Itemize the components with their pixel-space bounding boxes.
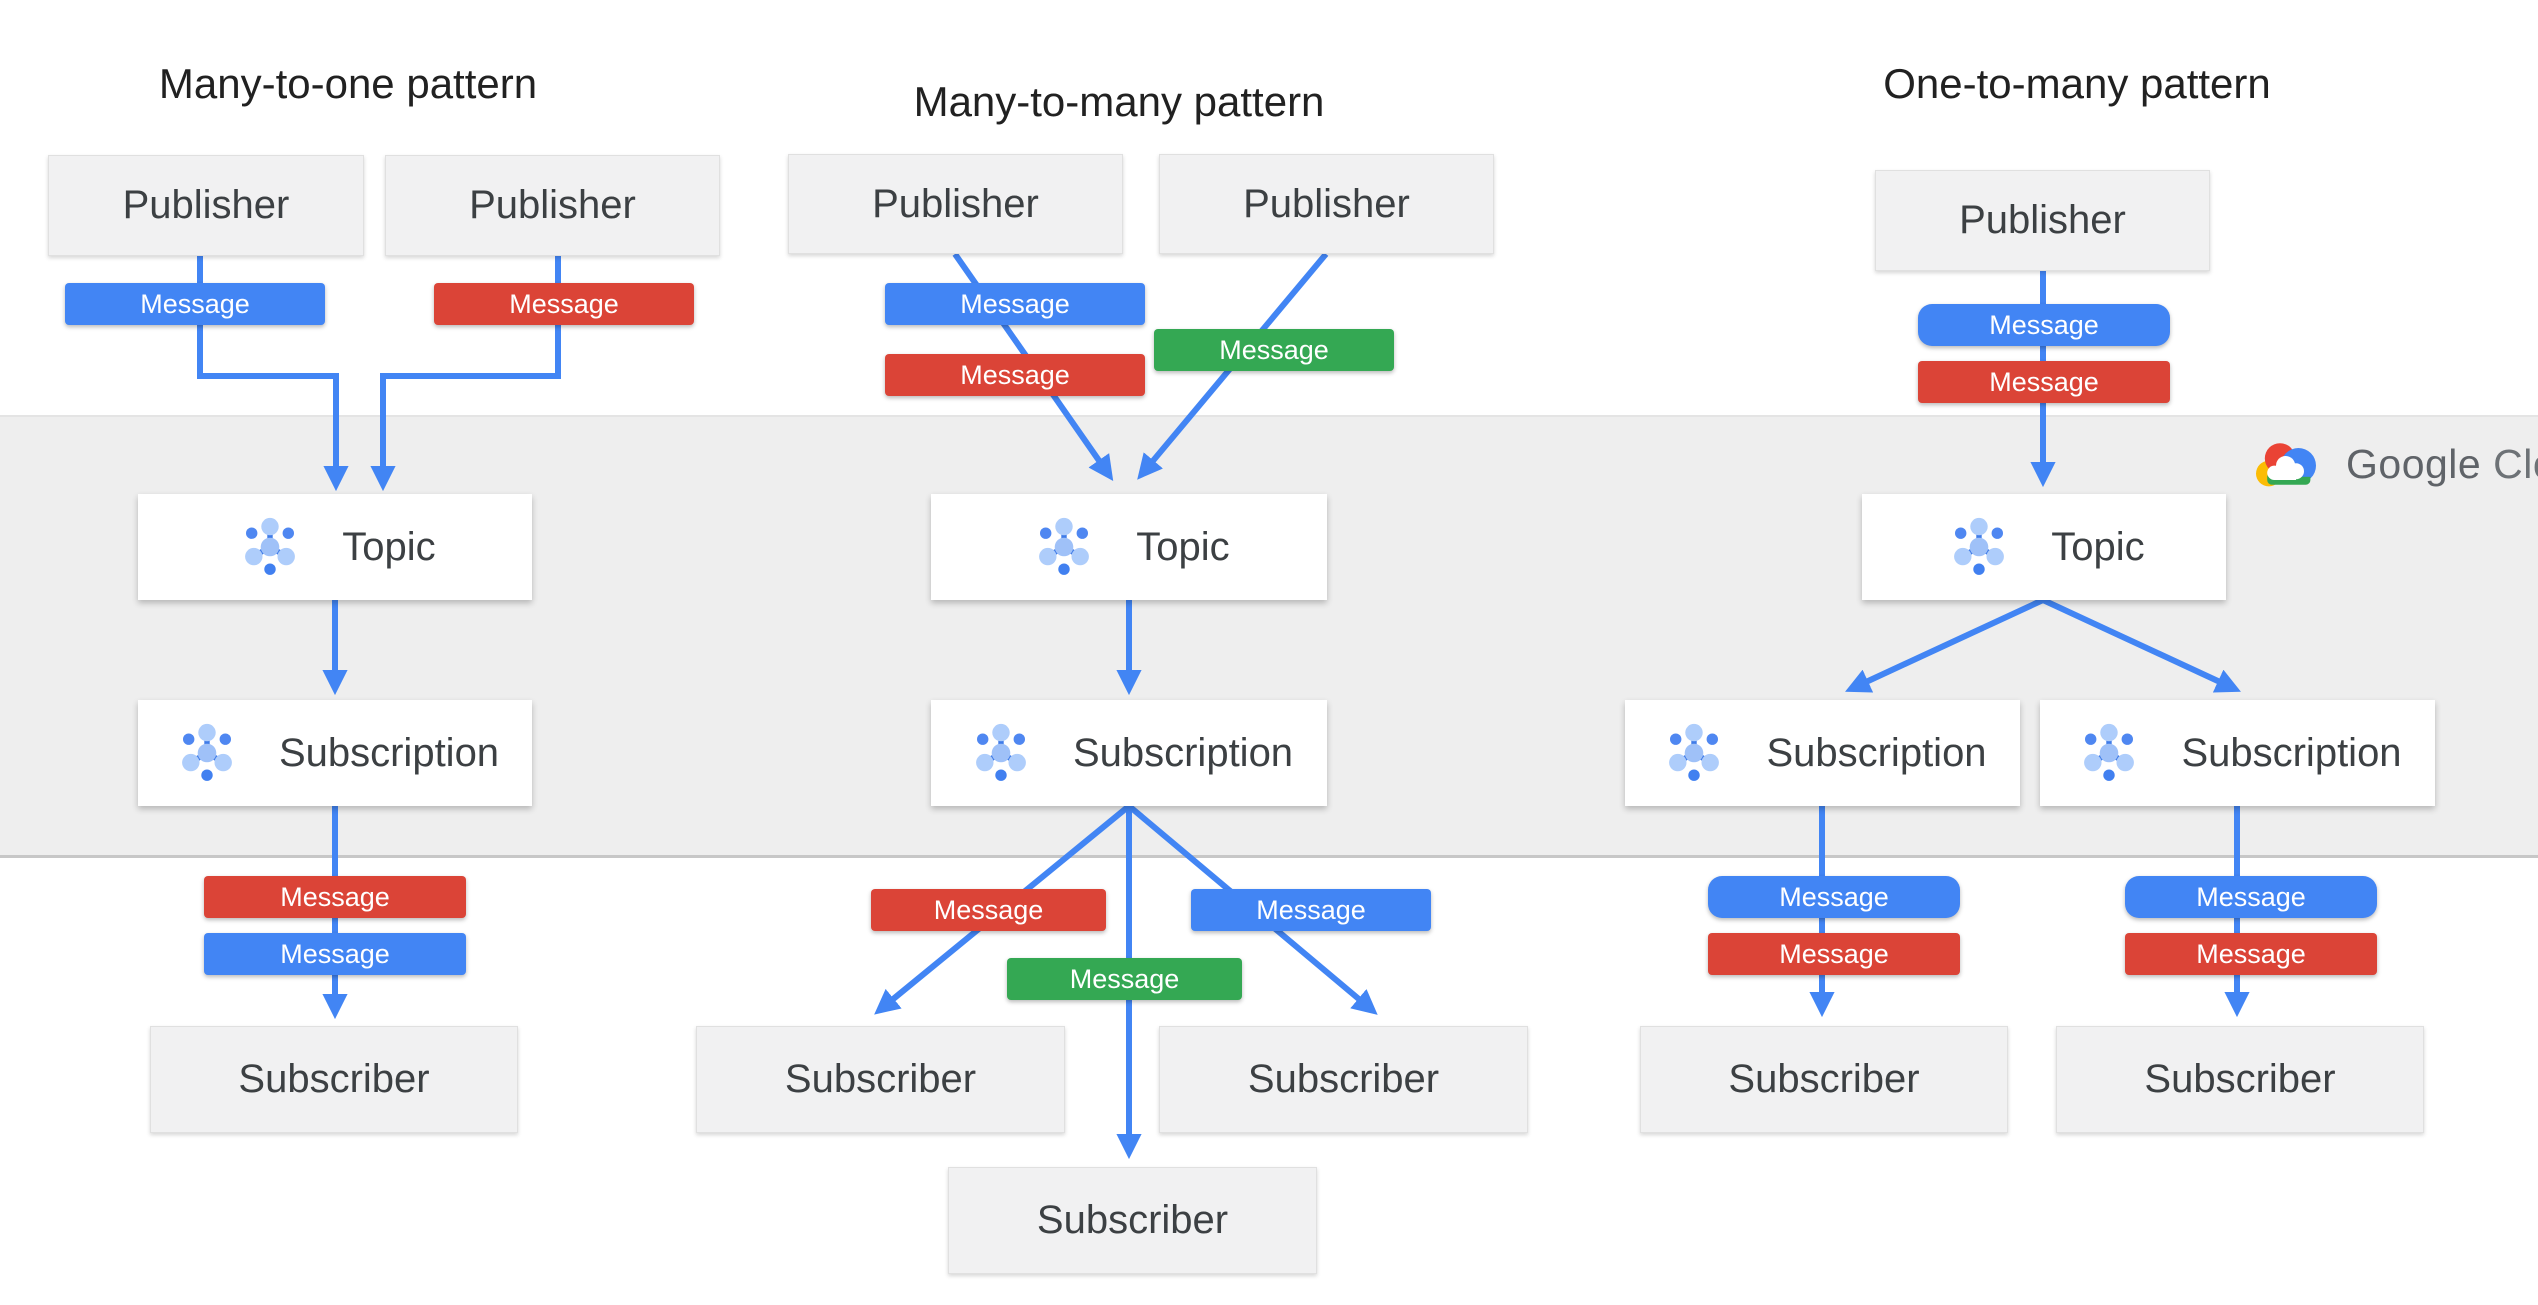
pubsub-subscription-icon <box>171 717 243 789</box>
message-label: Message <box>1069 963 1180 994</box>
subscription-box: Subscription <box>138 700 532 806</box>
subscriber-label: Subscriber <box>2144 1057 2336 1101</box>
subscription-label: Subscription <box>1766 730 1987 775</box>
publisher-label: Publisher <box>1243 181 1410 226</box>
topic-label: Topic <box>342 524 436 569</box>
subscriber-box: Subscriber <box>150 1026 518 1133</box>
subscriber-label: Subscriber <box>1247 1057 1440 1101</box>
subscriber-label: Subscriber <box>784 1057 977 1101</box>
subscriber-box: Subscriber <box>2056 1026 2424 1133</box>
subscriber-label: Subscriber <box>1036 1198 1229 1242</box>
pubsub-topic-icon <box>1943 511 2015 583</box>
message-label: Message <box>1779 881 1889 912</box>
message-chip-blue: Message <box>2125 876 2377 918</box>
logo-word-google: Google <box>2346 440 2482 487</box>
subscription-box: Subscription <box>2040 700 2435 806</box>
message-label: Message <box>140 288 250 319</box>
message-chip-blue: Message <box>1708 876 1960 918</box>
pubsub-subscription-icon <box>2073 717 2145 789</box>
publisher-box: Publisher <box>1159 154 1494 254</box>
message-chip-blue: Message <box>1191 889 1431 931</box>
message-chip-red: Message <box>885 354 1145 396</box>
publisher-box: Publisher <box>1875 170 2210 271</box>
message-chip-red: Message <box>1918 361 2170 403</box>
message-chip-red: Message <box>204 876 466 918</box>
message-chip-blue: Message <box>65 283 325 325</box>
google-cloud-icon <box>2256 443 2316 487</box>
subscriber-box: Subscriber <box>1159 1026 1528 1133</box>
subscription-box: Subscription <box>931 700 1327 806</box>
publisher-label: Publisher <box>1959 198 2126 242</box>
publisher-label: Publisher <box>469 183 636 227</box>
message-chip-green: Message <box>1007 958 1242 1000</box>
publisher-label: Publisher <box>122 183 290 227</box>
message-label: Message <box>280 881 390 912</box>
message-label: Message <box>1256 894 1366 925</box>
topic-box: Topic <box>931 494 1327 600</box>
subscriber-box: Subscriber <box>1640 1026 2008 1133</box>
publisher-label: Publisher <box>872 181 1039 226</box>
publisher-box: Publisher <box>788 154 1123 254</box>
message-label: Message <box>280 938 390 969</box>
topic-box: Topic <box>138 494 532 600</box>
logo-word-cloud: Cloud <box>2493 440 2538 487</box>
subscription-label: Subscription <box>2181 730 2402 775</box>
message-label: Message <box>1989 366 2099 397</box>
subscriber-box: Subscriber <box>696 1026 1065 1133</box>
message-label: Message <box>960 288 1070 319</box>
message-chip-red: Message <box>2125 933 2377 975</box>
subscriber-label: Subscriber <box>1728 1057 1920 1101</box>
message-chip-blue: Message <box>1918 304 2170 346</box>
subscriber-box: Subscriber <box>948 1167 1317 1274</box>
message-chip-green: Message <box>1154 329 1394 371</box>
pubsub-topic-icon <box>1028 511 1100 583</box>
message-label: Message <box>2196 881 2306 912</box>
publisher-box: Publisher <box>48 155 364 256</box>
message-chip-red: Message <box>1708 933 1960 975</box>
subscriber-label: Subscriber <box>238 1057 430 1101</box>
google-cloud-logo: Google Cloud <box>2246 432 2538 496</box>
pattern-title: Many-to-many pattern <box>913 78 1325 125</box>
message-label: Message <box>509 288 619 319</box>
publisher-box: Publisher <box>385 155 720 256</box>
message-chip-red: Message <box>871 889 1106 931</box>
message-label: Message <box>1989 309 2099 340</box>
topic-label: Topic <box>2051 524 2145 569</box>
pubsub-topic-icon <box>234 511 306 583</box>
message-label: Message <box>960 359 1070 390</box>
message-chip-red: Message <box>434 283 694 325</box>
pubsub-subscription-icon <box>965 717 1037 789</box>
pattern-title: Many-to-one pattern <box>158 60 538 107</box>
message-chip-blue: Message <box>204 933 466 975</box>
message-label: Message <box>1779 938 1889 969</box>
subscription-label: Subscription <box>1072 730 1294 775</box>
subscription-box: Subscription <box>1625 700 2020 806</box>
message-label: Message <box>2196 938 2306 969</box>
subscription-label: Subscription <box>278 730 500 775</box>
message-label: Message <box>1219 334 1329 365</box>
topic-box: Topic <box>1862 494 2226 600</box>
pubsub-subscription-icon <box>1658 717 1730 789</box>
topic-label: Topic <box>1136 524 1230 569</box>
message-chip-blue: Message <box>885 283 1145 325</box>
message-label: Message <box>933 894 1044 925</box>
pattern-title: One-to-many pattern <box>1883 60 2271 107</box>
